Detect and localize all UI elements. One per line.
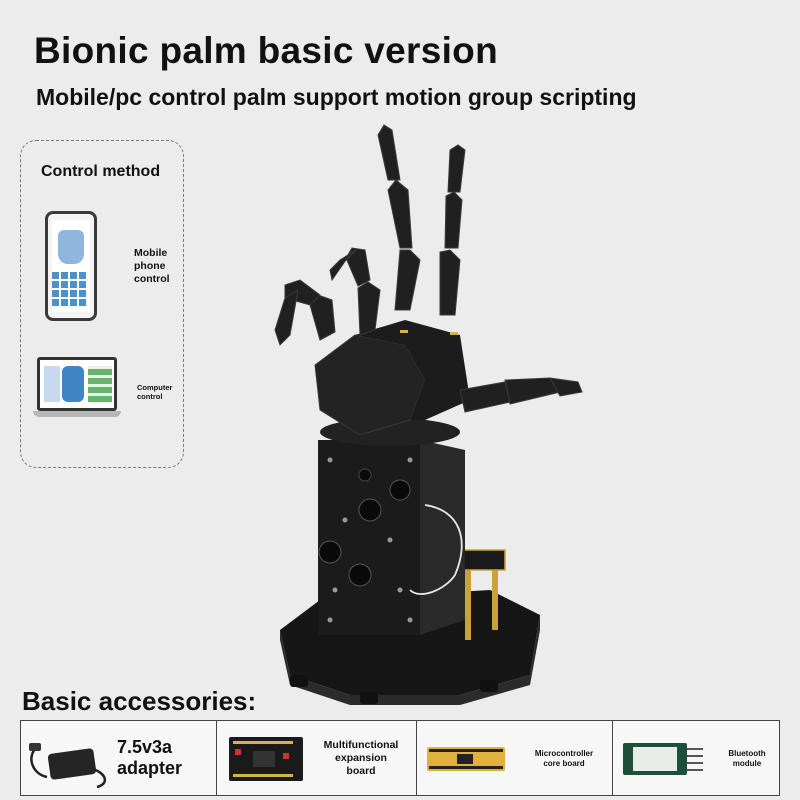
accessory-bluetooth-module: Bluetooth module bbox=[613, 721, 779, 795]
page-subtitle: Mobile/pc control palm support motion gr… bbox=[36, 84, 637, 110]
accessories-strip: 7.5v3a adapter Multifunctional expansion… bbox=[20, 720, 780, 796]
thumb bbox=[459, 377, 583, 413]
control-method-title: Control method bbox=[41, 163, 161, 180]
control-method-panel: Control method Mobile phone control Comp… bbox=[20, 140, 184, 468]
little-finger bbox=[274, 279, 336, 346]
accessory-adapter: 7.5v3a adapter bbox=[21, 721, 217, 795]
accessories-heading: Basic accessories: bbox=[22, 686, 257, 716]
body-box bbox=[318, 440, 420, 635]
page-title: Bionic palm basic version bbox=[34, 30, 498, 71]
expansion-board-image bbox=[229, 737, 303, 781]
mobile-phone-control-label: Mobile phone control bbox=[134, 247, 170, 285]
accessory-core-board: Microcontroller core board bbox=[417, 721, 613, 795]
index-finger bbox=[377, 124, 421, 311]
power-adapter-image bbox=[29, 743, 106, 789]
accessory-expansion-board: Multifunctional expansion board bbox=[217, 721, 417, 795]
ring-finger bbox=[329, 247, 381, 336]
mobile-phone-image bbox=[45, 211, 97, 321]
computer-control-label: Computer control bbox=[137, 383, 173, 401]
core-board-image bbox=[427, 747, 505, 771]
middle-finger bbox=[439, 144, 466, 316]
laptop-image bbox=[33, 357, 121, 417]
robotic-hand-image bbox=[274, 124, 583, 705]
bluetooth-module-image bbox=[623, 743, 703, 775]
